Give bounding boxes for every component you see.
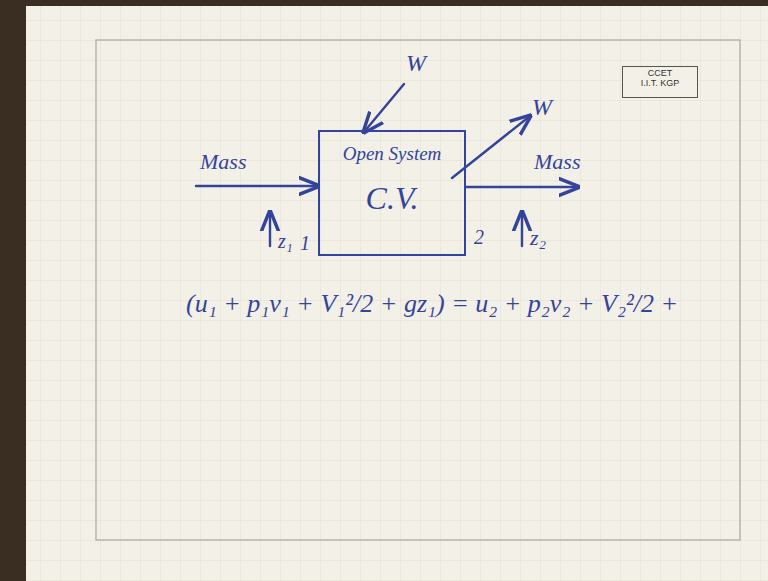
mass-out-arrow: [466, 186, 578, 188]
work-label: W: [406, 50, 426, 76]
mass-label: Mass: [200, 150, 246, 174]
paper-sheet: [26, 6, 768, 581]
section-number: 1: [300, 232, 310, 254]
height-label: z₂: [530, 226, 546, 250]
work-out-arrow: [452, 116, 530, 178]
frame-border: [96, 40, 740, 540]
node-label: C.V.: [328, 181, 456, 216]
z1-height-arrow: [269, 212, 271, 246]
z2-height-arrow: [521, 212, 523, 246]
mass-label: Mass: [534, 150, 580, 174]
logo-text: CCET I.I.T. KGP: [640, 69, 680, 89]
mass-in-arrow: [196, 185, 318, 187]
work-in-arrow: [364, 84, 404, 132]
energy-equation: (u₁ + p₁v₁ + V₁²/2 + gz₁) = u₂ + p₂v₂ + …: [186, 290, 678, 319]
height-label: z₁: [278, 230, 293, 252]
logo-box: CCET I.I.T. KGP: [622, 66, 698, 98]
control-volume-box: Open SystemC.V.: [318, 130, 466, 256]
section-number: 2: [474, 226, 484, 248]
grid-lines: [26, 6, 768, 581]
work-label: W: [532, 94, 552, 120]
node-label: Open System: [328, 144, 456, 165]
